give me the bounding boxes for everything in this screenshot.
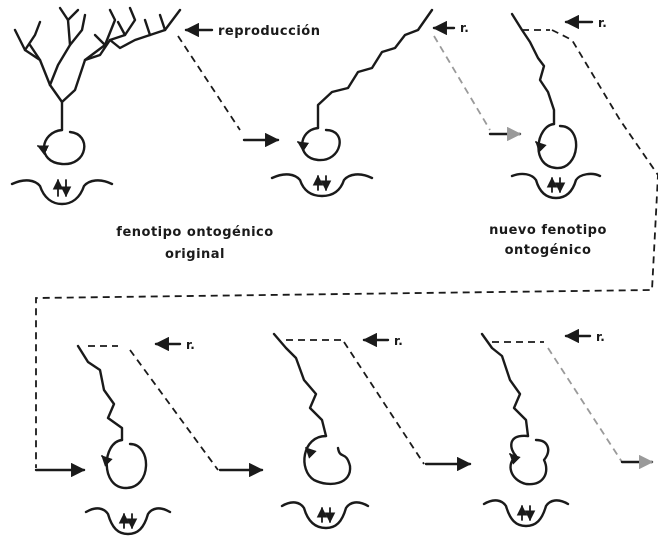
r-text: r. <box>598 16 607 30</box>
r-text: r. <box>596 330 605 344</box>
r-text: r. <box>460 21 469 35</box>
ontogeny-cycle <box>297 126 341 162</box>
transfer-dash-4 <box>129 349 219 471</box>
ontogeny-cycle <box>101 438 148 490</box>
environment-basin <box>10 178 114 206</box>
new-caption-line2: ontogénico <box>505 243 592 258</box>
environment-basin <box>482 499 570 528</box>
phenotype-stage-4: r. <box>76 336 195 536</box>
branching-lineage <box>13 6 182 132</box>
reproduction-label: reproducción <box>184 22 321 39</box>
new-caption-line1: nuevo fenotipo <box>489 223 607 238</box>
reproduction-text: reproducción <box>218 24 321 39</box>
reproduction-label: r. <box>564 328 605 344</box>
phenotype-stage-2: r. <box>270 8 469 198</box>
environment-basin <box>270 173 374 198</box>
transfer-dash-6 <box>547 347 623 463</box>
new-phenotype: r. nuevo fenotipo ontogénico <box>489 12 607 258</box>
transfer-dash-1 <box>177 35 241 131</box>
ontogeny-cycle <box>509 434 550 486</box>
transfer-dash-5 <box>343 341 425 465</box>
phenotype-stage-5: r. <box>272 332 403 530</box>
environment-basin <box>510 172 602 200</box>
wrap-connector <box>35 29 658 468</box>
original-caption-line2: original <box>165 247 225 262</box>
reproduction-label: r. <box>564 14 607 30</box>
phenotype-stage-6: r. <box>480 328 605 528</box>
reproduction-label: r. <box>432 20 469 36</box>
original-caption-line1: fenotipo ontogénico <box>116 225 273 240</box>
reproduction-label: r. <box>154 336 195 352</box>
ontogeny-cycle <box>303 434 352 486</box>
environment-basin <box>84 507 172 536</box>
ontogeny-cycle <box>535 122 578 170</box>
ontogeny-cycle <box>37 128 86 166</box>
original-phenotype: reproducción fenotipo ontogénico origina… <box>10 6 321 262</box>
r-text: r. <box>394 334 403 348</box>
transfer-dash-2 <box>433 35 491 131</box>
reproduction-label: r. <box>362 332 403 348</box>
environment-basin <box>280 501 370 530</box>
r-text: r. <box>186 338 195 352</box>
